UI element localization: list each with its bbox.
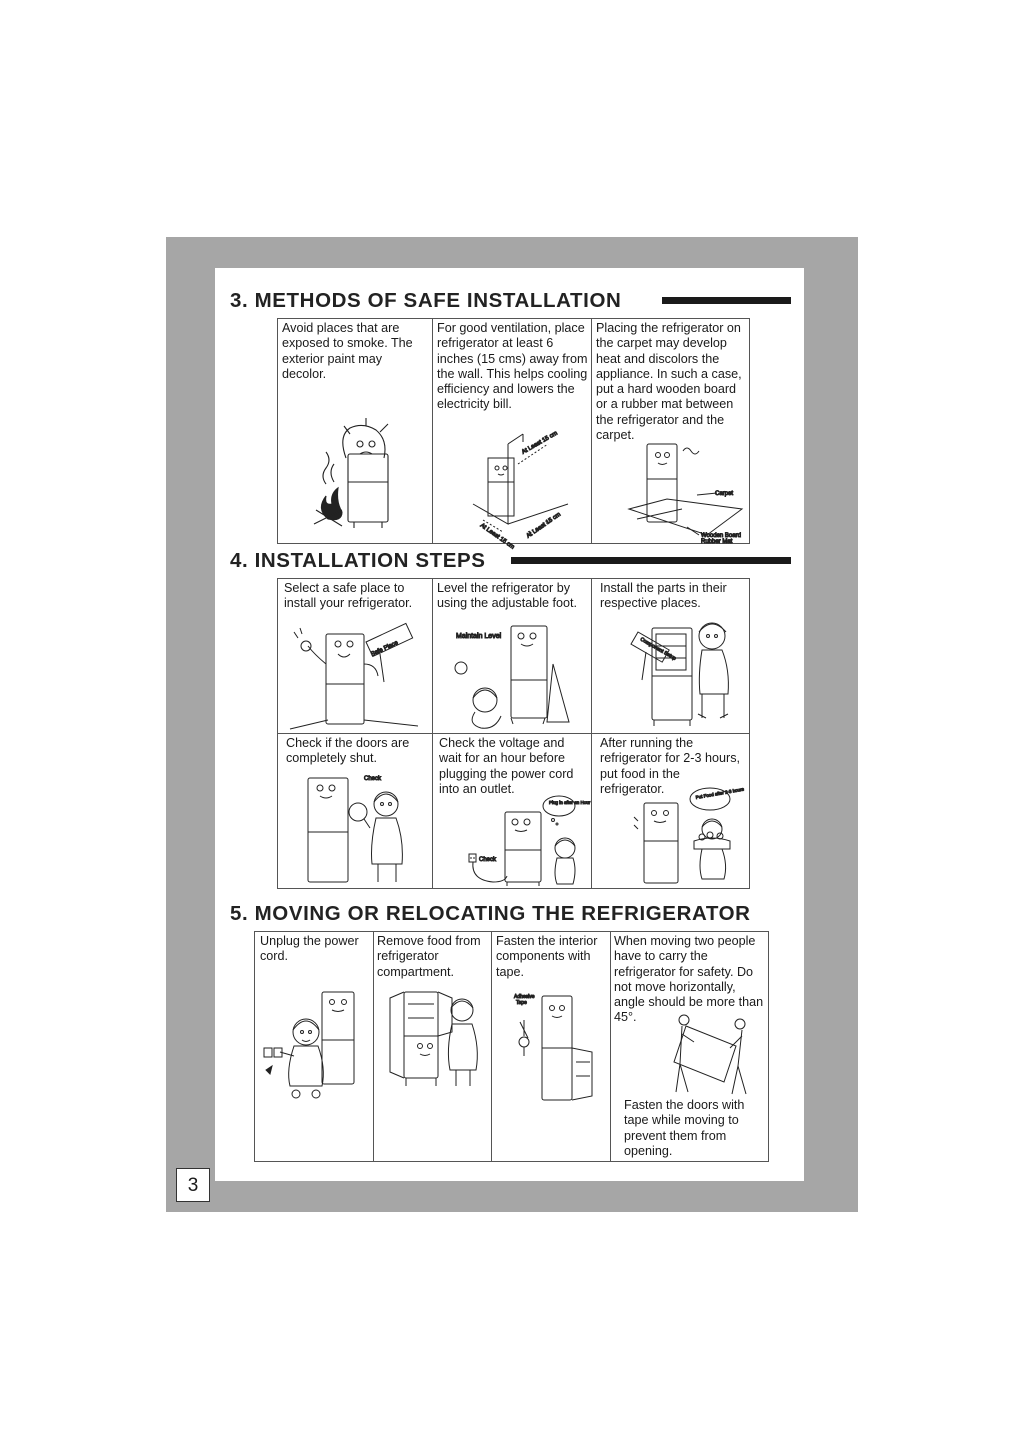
- section-5-cell-unplug: Unplug the power cord.: [255, 932, 374, 1162]
- section-3-cell-ventilation: For good ventilation, place refrigerator…: [433, 319, 592, 551]
- cell-text: Fasten the interior components with tape…: [496, 934, 598, 979]
- two-people-carrying-illustration: [666, 1012, 756, 1098]
- section-4-cell-parts: Install the parts in their respective pl…: [592, 579, 750, 734]
- section-4-cell-doors: Check if the doors are completely shut. …: [278, 734, 433, 889]
- section-4-cell-level: Level the refrigerator by using the adju…: [433, 579, 592, 734]
- cell-text: Unplug the power cord.: [260, 934, 359, 964]
- tape-illustration: Adhesive Tape: [514, 994, 607, 1102]
- section-4-heading-bar: [511, 557, 791, 564]
- wooden-board-label: Wooden Board: [701, 533, 741, 539]
- cell-text: After running the refrigerator for 2-3 h…: [600, 736, 740, 796]
- section-3-cell-carpet: Placing the refrigerator on the carpet m…: [592, 319, 750, 546]
- smoke-illustration: [308, 424, 403, 534]
- section-3-heading: 3. METHODS OF SAFE INSTALLATION: [230, 289, 622, 312]
- maintain-level-label: Maintain Level: [456, 633, 502, 640]
- section-5-cell-remove-food: Remove food from refrigerator compartmen…: [374, 932, 492, 1162]
- section-4-cell-safe-place: Select a safe place to install your refr…: [278, 579, 433, 734]
- section-5-cell-tape: Fasten the interior components with tape…: [492, 932, 611, 1162]
- cell-text: When moving two people have to carry the…: [614, 934, 764, 1025]
- cell-text: Level the refrigerator by using the adju…: [437, 581, 578, 611]
- carpet-label: Carpet: [715, 491, 733, 497]
- cell-text: Placing the refrigerator on the carpet m…: [596, 321, 742, 443]
- check-doors-illustration: Check: [298, 776, 423, 887]
- section-3-cell-smoke: Avoid places that are exposed to smoke. …: [278, 319, 433, 544]
- check-voltage-label: Check: [479, 857, 497, 863]
- cell-text: For good ventilation, place refrigerator…: [437, 321, 588, 412]
- page-sheet: [215, 268, 804, 1181]
- section-3-table: Avoid places that are exposed to smoke. …: [277, 318, 750, 551]
- wall-clearance-illustration: At Least 15 cm At Least 15 cm At Least 1…: [468, 430, 578, 551]
- at-least-label-1: At Least 15 cm: [521, 431, 559, 456]
- voltage-illustration: Plug in after an Hour Check: [453, 796, 591, 888]
- plug-in-bubble: Plug in after an Hour: [549, 800, 591, 805]
- section-4-heading: 4. INSTALLATION STEPS: [230, 549, 486, 572]
- moving-note: Fasten the doors with tape while moving …: [624, 1098, 745, 1158]
- remove-food-illustration: [380, 990, 488, 1090]
- section-5-cell-moving: When moving two people have to carry the…: [611, 932, 769, 1162]
- install-parts-illustration: Component Setup: [602, 614, 742, 732]
- carpet-illustration: Carpet Wooden Board Rubber Mat: [627, 439, 747, 546]
- check-door-label: Check: [364, 776, 382, 782]
- cell-text: Remove food from refrigerator compartmen…: [377, 934, 481, 979]
- safe-place-sign: Safe Place: [370, 640, 399, 658]
- tape-label: Tape: [516, 1000, 527, 1006]
- section-5-heading: 5. MOVING OR RELOCATING THE REFRIGERATOR: [230, 902, 751, 925]
- safe-place-illustration: Safe Place: [288, 624, 423, 732]
- section-5-table: Unplug the power cord. Remove food from …: [254, 931, 769, 1162]
- adhesive-label: Adhesive: [514, 994, 535, 1000]
- cell-text: Select a safe place to install your refr…: [284, 581, 413, 611]
- cell-text: Avoid places that are exposed to smoke. …: [282, 321, 413, 381]
- rubber-mat-label: Rubber Mat: [701, 539, 733, 545]
- section-3-heading-bar: [662, 297, 791, 304]
- level-illustration: Maintain Level: [451, 624, 586, 732]
- section-4-cell-food: After running the refrigerator for 2-3 h…: [592, 734, 750, 889]
- cell-text: Check the voltage and wait for an hour b…: [439, 736, 574, 796]
- section-4-cell-voltage: Check the voltage and wait for an hour b…: [433, 734, 592, 889]
- cell-text: Install the parts in their respective pl…: [600, 581, 727, 611]
- page-number: 3: [176, 1168, 210, 1202]
- section-4-table: Select a safe place to install your refr…: [277, 578, 750, 889]
- cell-text: Check if the doors are completely shut.: [286, 736, 410, 766]
- unplug-illustration: [260, 990, 370, 1100]
- put-food-illustration: Put Food after 2-3 hours: [632, 786, 745, 887]
